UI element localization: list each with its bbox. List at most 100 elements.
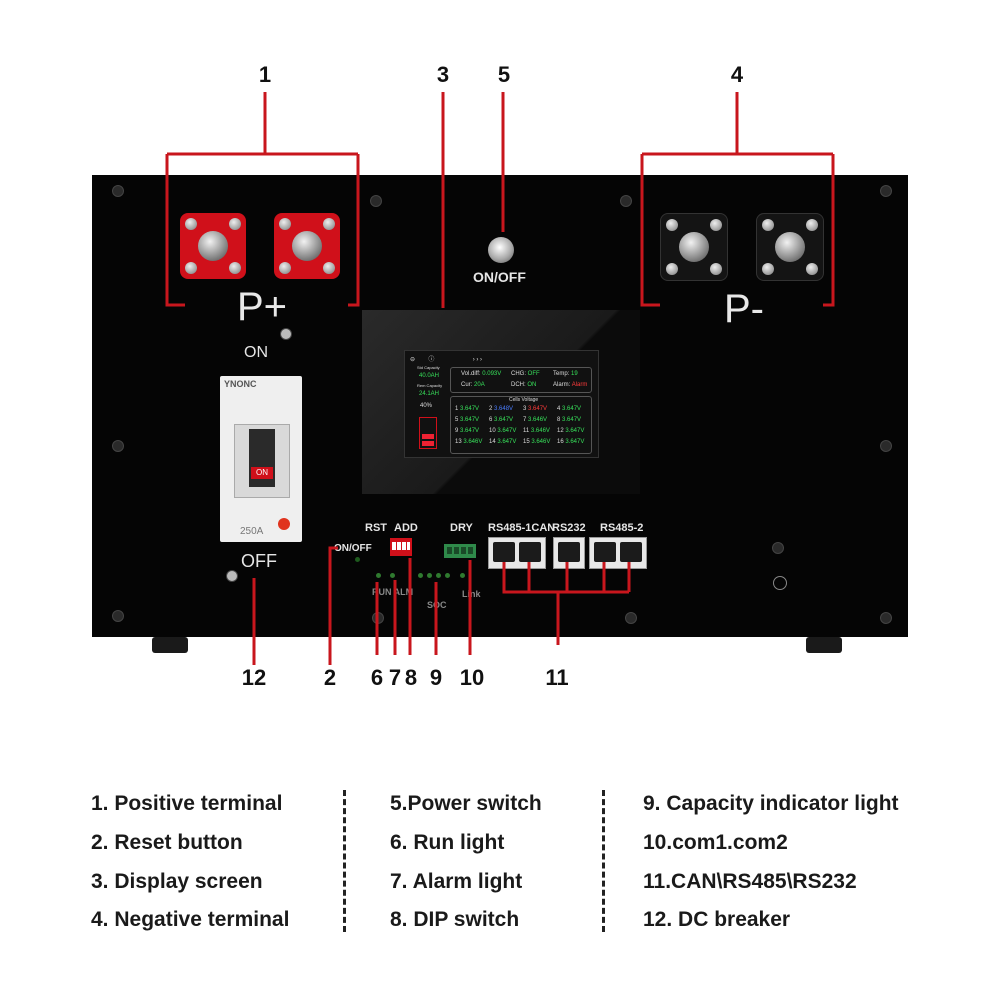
cur: 20A — [474, 382, 485, 388]
positive-terminal[interactable] — [180, 213, 246, 279]
cell-voltage: 5 3.647V — [455, 417, 480, 423]
alarm-status: Alarm — [571, 382, 588, 388]
legend-divider — [343, 790, 346, 932]
soc-light — [436, 573, 441, 578]
screw — [880, 612, 892, 624]
battery-icon — [419, 417, 437, 449]
screw — [112, 185, 124, 197]
run-light — [376, 573, 381, 578]
soc-light — [445, 573, 450, 578]
screw — [112, 440, 124, 452]
dch-status: ON — [527, 382, 537, 388]
reset-button-label: ON/OFF — [334, 543, 372, 554]
reset-button[interactable] — [355, 557, 360, 562]
callout-12: 12 — [241, 665, 267, 690]
cell-voltage: 14 3.647V — [489, 439, 517, 445]
cell-voltage: 6 3.647V — [489, 417, 514, 423]
screw — [226, 570, 238, 582]
callout-7: 7 — [388, 665, 402, 690]
screw — [625, 612, 637, 624]
callout-8: 8 — [404, 665, 418, 690]
power-switch-label: ON/OFF — [473, 269, 526, 285]
run-alm-label: RUN ALM — [372, 587, 414, 597]
rst-label: RST — [365, 522, 387, 534]
rs232-port[interactable] — [553, 537, 585, 569]
cell-voltage: 2 3.648V — [489, 406, 514, 412]
positive-terminal-label: P+ — [237, 285, 288, 329]
dc-breaker[interactable]: YNONC ON 250A — [220, 376, 302, 542]
alarm-label: Alarm: — [553, 382, 571, 388]
soc-percent: 40% — [420, 403, 433, 409]
cell-voltage: 7 3.646V — [523, 417, 548, 423]
std-capacity-label: Std Capacity — [417, 365, 440, 370]
callout-6: 6 — [370, 665, 384, 690]
cell-voltage: 15 3.646V — [523, 439, 551, 445]
panel-foot-right — [806, 637, 842, 653]
cells-voltage-title: Cells Voltage — [509, 397, 539, 403]
legend-item-8: 8. DIP switch — [390, 908, 520, 931]
add-label: ADD — [394, 522, 418, 534]
rs485-2-label: RS485-2 — [600, 522, 644, 534]
callout-9: 9 — [429, 665, 443, 690]
screw — [772, 542, 784, 554]
cell-voltage: 12 3.647V — [557, 428, 585, 434]
rs485-2-port[interactable] — [589, 537, 647, 569]
screw — [370, 195, 382, 207]
panel-foot-left — [152, 637, 188, 653]
temp: 19 — [571, 371, 578, 377]
rs485-1can-port[interactable] — [488, 537, 546, 569]
cell-voltage: 9 3.647V — [455, 428, 480, 434]
cell-voltage: 13 3.646V — [455, 439, 483, 445]
legend-item-9: 9. Capacity indicator light — [643, 792, 899, 815]
legend-item-10: 10.com1.com2 — [643, 831, 788, 854]
negative-terminal[interactable] — [756, 213, 824, 281]
screw — [112, 610, 124, 622]
cell-voltage: 11 3.646V — [523, 428, 550, 434]
dry-contact-terminal[interactable] — [444, 544, 476, 558]
legend-item-2: 2. Reset button — [91, 831, 243, 854]
legend-item-12: 12. DC breaker — [643, 908, 791, 931]
screw — [880, 440, 892, 452]
legend-item-1: 1. Positive terminal — [91, 792, 283, 815]
screw — [880, 185, 892, 197]
dip-switch[interactable] — [390, 538, 412, 556]
legend-item-11: 11.CAN\RS485\RS232 — [643, 870, 857, 893]
callout-11: 11 — [545, 665, 569, 690]
vol-diff: 0.093V — [482, 371, 502, 377]
negative-terminal[interactable] — [660, 213, 728, 281]
cell-voltage: 16 3.647V — [557, 439, 585, 445]
screw — [280, 328, 292, 340]
breaker-rating: 250A — [240, 526, 264, 537]
power-switch[interactable] — [488, 237, 514, 263]
cur-label: Cur: — [461, 382, 473, 388]
dry-label: DRY — [450, 522, 473, 534]
legend-item-5: 5.Power switch — [390, 792, 542, 815]
callout-1: 1 — [258, 62, 272, 87]
callout-10: 10 — [459, 665, 485, 690]
ground-symbol — [773, 576, 787, 590]
cell-voltage: 1 3.647V — [455, 406, 480, 412]
legend-item-6: 6. Run light — [390, 831, 505, 854]
chg-status: OFF — [527, 371, 540, 377]
legend-divider — [602, 790, 605, 932]
breaker-on-label: ON — [244, 344, 268, 361]
rs232-label: RS232 — [552, 522, 586, 534]
breaker-off-label: OFF — [241, 551, 277, 571]
legend-item-4: 4. Negative terminal — [91, 908, 290, 931]
soc-light — [427, 573, 432, 578]
negative-terminal-label: P- — [724, 287, 764, 331]
cell-voltage: 8 3.647V — [557, 417, 582, 423]
cell-voltage: 10 3.647V — [489, 428, 517, 434]
breaker-brand: YNONC — [224, 379, 257, 389]
callout-2: 2 — [323, 665, 337, 690]
positive-terminal[interactable] — [274, 213, 340, 279]
dch-label: DCH: — [511, 382, 526, 388]
rs485-1can-label: RS485-1CAN — [488, 522, 556, 534]
rem-capacity-label: Rem Capacity — [417, 383, 443, 388]
display-screen: ⊖ ⓘ › › › Std Capacity 40.0AH Rem Capaci… — [404, 350, 599, 458]
vol-diff-label: Vol.diff: — [461, 371, 481, 377]
link-light — [460, 573, 465, 578]
breaker-handle[interactable]: ON — [249, 429, 275, 487]
